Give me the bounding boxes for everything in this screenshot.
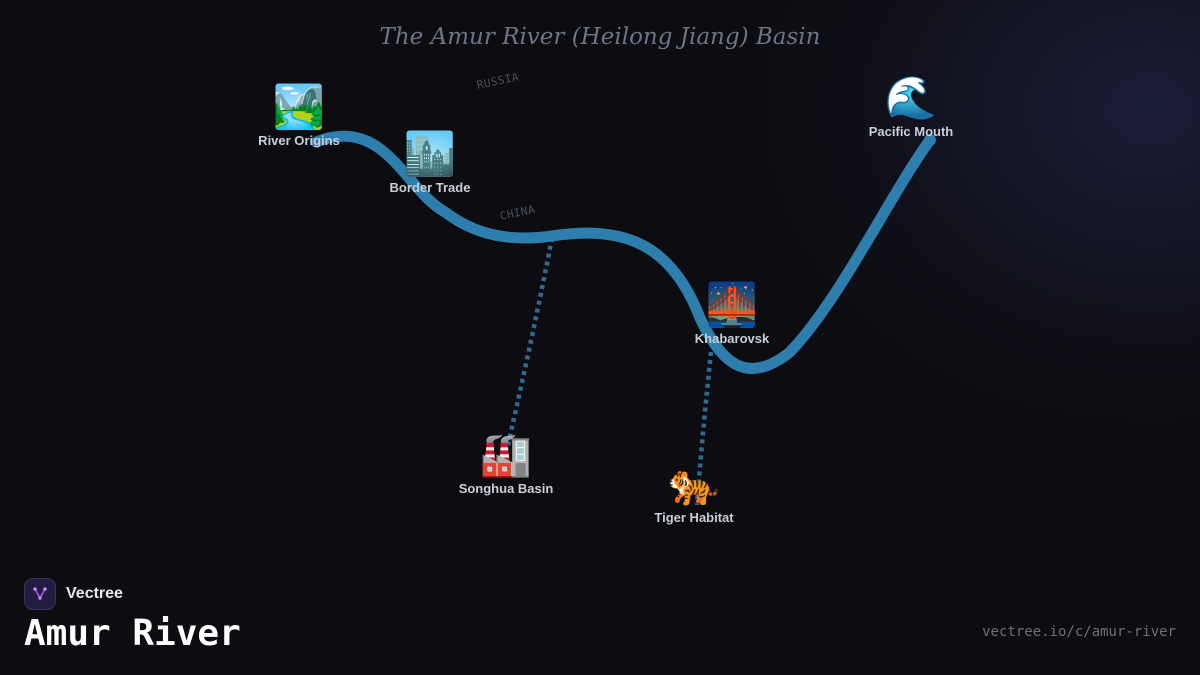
node-label: Songhua Basin	[458, 481, 554, 496]
node-label: Border Trade	[389, 180, 471, 195]
wave-icon: 🌊	[884, 73, 938, 122]
node-tiger-habitat[interactable]: 🐅 Tiger Habitat	[654, 459, 733, 525]
node-pacific-mouth[interactable]: 🌊 Pacific Mouth	[869, 73, 954, 139]
cityscape-icon: 🏙️	[403, 129, 457, 178]
node-songhua-basin[interactable]: 🏭 Songhua Basin	[459, 430, 554, 496]
factory-icon: 🏭	[479, 430, 533, 479]
node-label: River Origins	[258, 133, 340, 148]
brand-name: Vectree	[66, 585, 123, 602]
node-label: Khabarovsk	[694, 331, 770, 346]
map-title: The Amur River (Heilong Jiang) Basin	[379, 24, 821, 50]
brand[interactable]: Vectree	[24, 577, 123, 611]
river-mouth-dot	[924, 134, 936, 146]
page-title: Amur River	[24, 613, 241, 654]
tiger-icon: 🐅	[667, 459, 721, 508]
amur-river-path	[310, 130, 936, 374]
tributary-tiger	[694, 351, 714, 506]
node-khabarovsk[interactable]: 🌉 Khabarovsk	[695, 280, 769, 346]
node-border-trade[interactable]: 🏙️ Border Trade	[390, 129, 471, 195]
bridge-icon: 🌉	[705, 280, 759, 329]
vectree-logo-icon	[24, 578, 56, 610]
node-label: Tiger Habitat	[654, 510, 734, 525]
tributary-songhua	[505, 237, 555, 446]
page-url[interactable]: vectree.io/c/amur-river	[982, 624, 1176, 640]
valley-icon: 🏞️	[272, 82, 326, 131]
node-river-origins[interactable]: 🏞️ River Origins	[258, 82, 340, 148]
node-label: Pacific Mouth	[868, 124, 954, 139]
